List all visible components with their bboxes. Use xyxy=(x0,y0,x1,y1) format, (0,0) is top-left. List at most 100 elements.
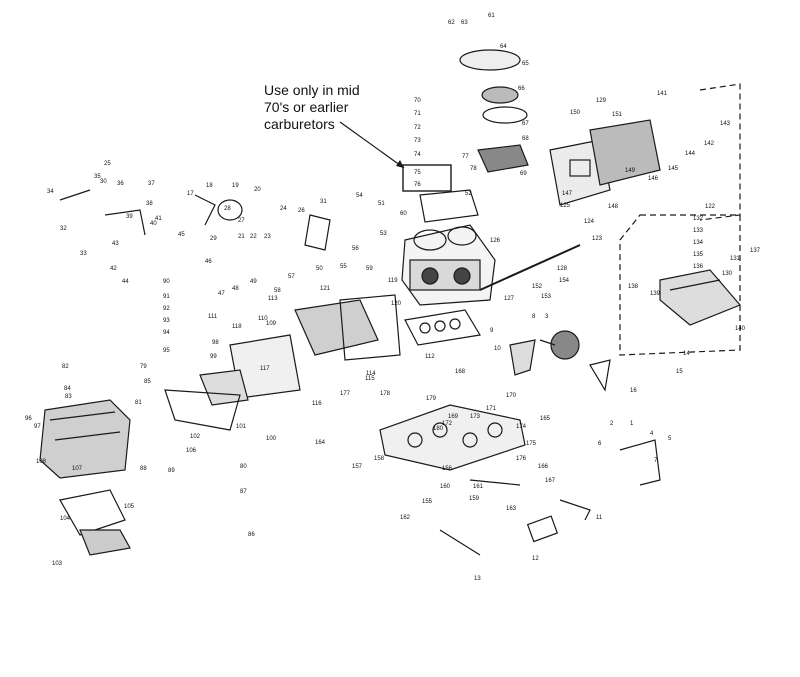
part-label: 177 xyxy=(340,391,351,397)
part-label: 132 xyxy=(693,216,704,222)
part-label: 3 xyxy=(545,314,549,320)
gasket-plate-lower xyxy=(404,309,481,346)
part-label: 131 xyxy=(730,256,741,262)
part-label: 65 xyxy=(522,61,529,67)
part-label: 31 xyxy=(320,199,327,205)
part-label: 127 xyxy=(504,296,515,302)
part-label: 105 xyxy=(124,504,135,510)
part-label: 10 xyxy=(494,346,501,352)
part-label: 46 xyxy=(205,259,212,265)
part-label: 164 xyxy=(315,440,326,446)
part-label: 165 xyxy=(540,416,551,422)
part-label: 26 xyxy=(298,208,305,214)
part-label: 100 xyxy=(266,436,277,442)
callout-leader xyxy=(339,121,405,169)
part-label: 82 xyxy=(62,364,69,370)
part-label: 71 xyxy=(414,111,421,117)
part-label: 121 xyxy=(320,286,331,292)
part-label: 84 xyxy=(64,386,71,392)
part-label: 5 xyxy=(668,436,672,442)
part-label: 174 xyxy=(516,424,527,430)
part-label: 92 xyxy=(163,306,170,312)
part-label: 175 xyxy=(526,441,537,447)
part-label: 45 xyxy=(178,232,185,238)
callout-box xyxy=(402,164,452,192)
part-label: 83 xyxy=(65,394,72,400)
part-label: 128 xyxy=(557,266,568,272)
part-label: 139 xyxy=(650,291,661,297)
bottom-right-parts xyxy=(509,339,661,486)
secondary-housing xyxy=(659,269,742,326)
part-label: 85 xyxy=(144,379,151,385)
part-label: 148 xyxy=(608,204,619,210)
part-label: 180 xyxy=(433,426,444,432)
part-label: 109 xyxy=(266,321,277,327)
part-label: 90 xyxy=(163,279,170,285)
part-label: 14 xyxy=(683,351,690,357)
part-label: 63 xyxy=(461,20,468,26)
part-label: 151 xyxy=(612,112,623,118)
part-label: 114 xyxy=(366,371,376,377)
part-label: 37 xyxy=(148,181,155,187)
part-label: 68 xyxy=(522,136,529,142)
part-label: 25 xyxy=(104,161,111,167)
part-label: 13 xyxy=(474,576,481,582)
part-label: 134 xyxy=(693,240,704,246)
part-label: 178 xyxy=(380,391,391,397)
part-label: 130 xyxy=(722,271,733,277)
part-label: 30 xyxy=(100,179,107,185)
part-label: 102 xyxy=(190,434,201,440)
part-label: 119 xyxy=(388,278,398,284)
part-label: 163 xyxy=(506,506,517,512)
fuel-inlet-parts xyxy=(59,489,131,556)
part-label: 66 xyxy=(518,86,525,92)
part-label: 74 xyxy=(414,152,421,158)
part-label: 147 xyxy=(562,191,573,197)
part-label: 149 xyxy=(625,168,636,174)
part-label: 86 xyxy=(248,532,255,538)
part-label: 9 xyxy=(490,328,494,334)
part-label: 36 xyxy=(117,181,124,187)
part-label: 136 xyxy=(693,264,704,270)
part-label: 67 xyxy=(522,121,529,127)
metering-block xyxy=(229,294,401,399)
part-label: 168 xyxy=(455,369,466,375)
part-label: 28 xyxy=(224,206,231,212)
part-label: 169 xyxy=(448,414,459,420)
part-label: 81 xyxy=(135,400,142,406)
gasket-plate xyxy=(419,189,479,223)
part-label: 1 xyxy=(630,421,634,427)
part-label: 87 xyxy=(240,489,247,495)
part-label: 62 xyxy=(448,20,455,26)
part-label: 38 xyxy=(146,201,153,207)
part-label: 123 xyxy=(592,236,603,242)
part-label: 158 xyxy=(374,456,385,462)
part-label: 72 xyxy=(414,125,421,131)
part-label: 138 xyxy=(628,284,639,290)
part-label: 103 xyxy=(52,561,63,567)
part-label: 51 xyxy=(378,201,385,207)
part-label: 53 xyxy=(380,231,387,237)
callout-line: Use only in mid xyxy=(264,82,360,98)
part-label: 106 xyxy=(186,448,197,454)
part-label: 80 xyxy=(240,464,247,470)
part-label: 112 xyxy=(425,354,435,360)
part-label: 161 xyxy=(473,484,484,490)
part-label: 73 xyxy=(414,138,421,144)
part-label: 15 xyxy=(676,369,683,375)
part-label: 125 xyxy=(560,203,571,209)
part-label: 6 xyxy=(598,441,602,447)
part-label: 50 xyxy=(316,266,323,272)
part-label: 113 xyxy=(268,296,278,302)
part-label: 22 xyxy=(250,234,257,240)
part-label: 94 xyxy=(163,330,170,336)
part-number-labels: 62 63 61 64 65 66 67 68 69 70 71 72 73 7… xyxy=(25,13,761,582)
part-label: 89 xyxy=(168,468,175,474)
dashed-group-upper-right xyxy=(699,83,741,221)
part-label: 17 xyxy=(187,191,194,197)
left-small-parts xyxy=(59,189,331,251)
part-label: 104 xyxy=(60,516,71,522)
part-label: 59 xyxy=(366,266,373,272)
part-label: 120 xyxy=(391,301,402,307)
pump-assembly xyxy=(164,369,249,431)
